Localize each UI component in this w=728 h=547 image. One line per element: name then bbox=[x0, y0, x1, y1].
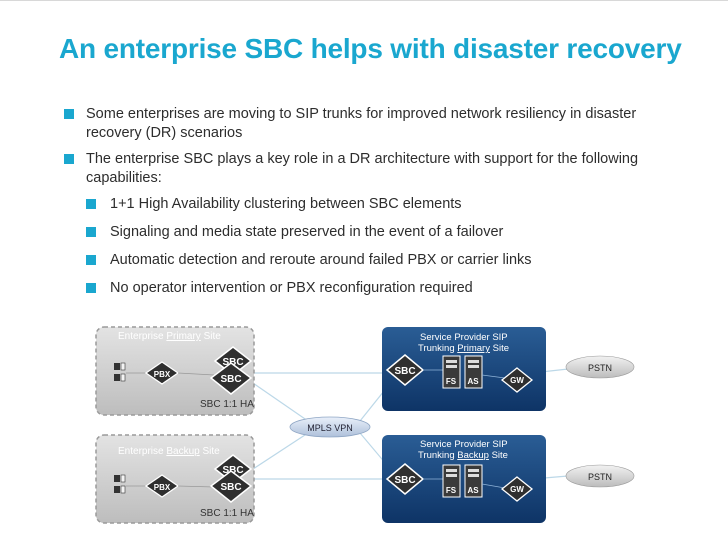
svg-text:FS: FS bbox=[446, 377, 457, 386]
site-label-prefix: Enterprise bbox=[118, 446, 166, 457]
sbc-icon: SBC SBC bbox=[209, 346, 253, 395]
svg-text:SBC: SBC bbox=[394, 366, 415, 377]
sp-primary-site: Service Provider SIP Trunking Primary Si… bbox=[382, 327, 546, 411]
svg-text:GW: GW bbox=[510, 376, 524, 385]
svg-text:GW: GW bbox=[510, 485, 524, 494]
svg-text:SBC: SBC bbox=[220, 374, 241, 385]
site-label-suffix: Site bbox=[201, 331, 221, 342]
sub-bullet-item: 1+1 High Availability clustering between… bbox=[64, 195, 684, 214]
phone-icon bbox=[114, 474, 126, 494]
svg-text:Trunking Backup Site: Trunking Backup Site bbox=[418, 450, 508, 461]
ha-label: SBC 1:1 HA bbox=[200, 508, 254, 519]
pstn-cloud-primary: PSTN bbox=[565, 355, 635, 379]
ha-label: SBC 1:1 HA bbox=[200, 399, 254, 410]
enterprise-primary-site: Enterprise Primary Site PBX SBC SBC SBC … bbox=[95, 326, 255, 416]
as-server-icon: AS bbox=[464, 464, 483, 498]
svg-text:SBC: SBC bbox=[222, 357, 243, 368]
svg-text:SBC: SBC bbox=[220, 482, 241, 493]
slide-title: An enterprise SBC helps with disaster re… bbox=[59, 33, 682, 64]
mpls-label: MPLS VPN bbox=[307, 423, 353, 433]
sbc-icon: SBC bbox=[385, 354, 425, 386]
pstn-label: PSTN bbox=[588, 363, 612, 373]
svg-text:Enterprise Primary Site: Enterprise Primary Site bbox=[118, 331, 221, 342]
bullet-item: Some enterprises are moving to SIP trunk… bbox=[64, 105, 684, 143]
svg-text:SBC: SBC bbox=[394, 475, 415, 486]
sub-bullet-item: No operator intervention or PBX reconfig… bbox=[64, 279, 684, 298]
svg-text:Enterprise Backup Site: Enterprise Backup Site bbox=[118, 446, 220, 457]
enterprise-backup-site: Enterprise Backup Site PBX SBC SBC SBC 1… bbox=[95, 434, 255, 524]
svg-text:Trunking Primary Site: Trunking Primary Site bbox=[418, 343, 509, 354]
sbc-icon: SBC SBC bbox=[209, 454, 253, 503]
sp-site-title: Service Provider SIP bbox=[420, 332, 508, 343]
as-server-icon: AS bbox=[464, 355, 483, 389]
site-label-name: Backup bbox=[166, 446, 200, 457]
svg-text:AS: AS bbox=[467, 486, 479, 495]
svg-text:SBC: SBC bbox=[222, 465, 243, 476]
svg-text:AS: AS bbox=[467, 377, 479, 386]
pstn-label: PSTN bbox=[588, 472, 612, 482]
sbc-icon: SBC bbox=[385, 463, 425, 495]
mpls-vpn-cloud: MPLS VPN bbox=[289, 416, 371, 438]
pbx-label: PBX bbox=[154, 483, 171, 492]
sub-bullet-item: Signaling and media state preserved in t… bbox=[64, 223, 684, 242]
bullet-list: Some enterprises are moving to SIP trunk… bbox=[64, 105, 684, 307]
fs-server-icon: FS bbox=[442, 464, 461, 498]
sub-bullet-item: Automatic detection and reroute around f… bbox=[64, 251, 684, 270]
pstn-cloud-backup: PSTN bbox=[565, 464, 635, 488]
gateway-icon: GW bbox=[500, 476, 534, 502]
gateway-icon: GW bbox=[500, 367, 534, 393]
bullet-item: The enterprise SBC plays a key role in a… bbox=[64, 150, 684, 188]
site-label-name: Primary bbox=[166, 331, 200, 342]
phone-icon bbox=[114, 362, 126, 382]
sp-backup-site: Service Provider SIP Trunking Backup Sit… bbox=[382, 435, 546, 523]
site-label-prefix: Enterprise bbox=[118, 331, 166, 342]
svg-text:FS: FS bbox=[446, 486, 457, 495]
sp-site-title: Service Provider SIP bbox=[420, 439, 508, 450]
fs-server-icon: FS bbox=[442, 355, 461, 389]
site-label-suffix: Site bbox=[200, 446, 220, 457]
pbx-label: PBX bbox=[154, 370, 171, 379]
